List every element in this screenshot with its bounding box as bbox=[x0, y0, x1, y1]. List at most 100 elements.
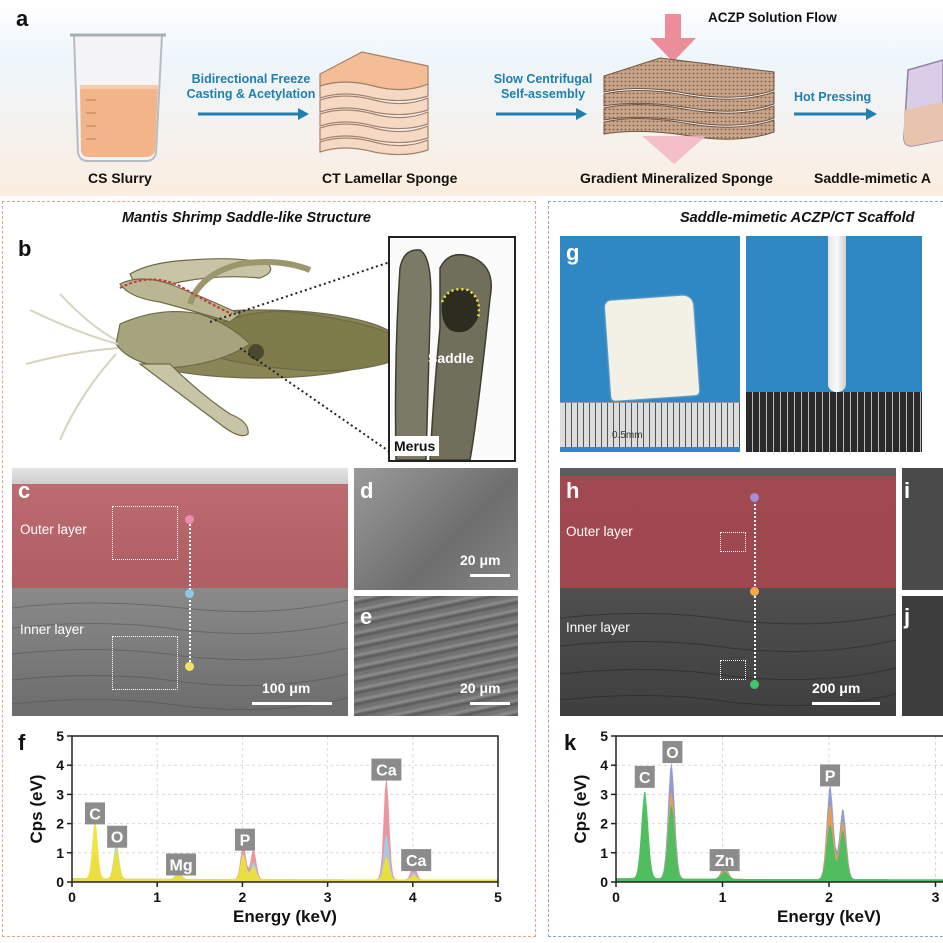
panel-k-label: k bbox=[564, 730, 577, 755]
panel-j-sem-image bbox=[902, 596, 943, 716]
x-axis-label: Energy (keV) bbox=[777, 907, 881, 926]
peak-label-box bbox=[166, 853, 197, 876]
panel-g-photo-thickness bbox=[746, 236, 922, 452]
ruler-text: 0.5mm bbox=[612, 430, 643, 441]
sem-texture bbox=[12, 599, 348, 711]
y-tick-label: 2 bbox=[56, 816, 64, 832]
scaffold-sample bbox=[604, 295, 700, 401]
caption-cs-slurry: CS Slurry bbox=[88, 170, 152, 186]
merus-icon bbox=[394, 249, 492, 460]
panel-h-scale-bar bbox=[812, 702, 880, 705]
y-tick-label: 3 bbox=[56, 786, 64, 802]
x-tick-label: 0 bbox=[612, 889, 620, 905]
arrow-icon bbox=[794, 108, 877, 120]
caption-gradient-sponge: Gradient Mineralized Sponge bbox=[580, 170, 773, 186]
peak-label-box bbox=[371, 758, 402, 781]
panel-h-dot-inner bbox=[750, 680, 759, 689]
panel-g-photo-sample: 0.5mm bbox=[560, 236, 740, 452]
panel-c-roi-inner bbox=[112, 636, 178, 690]
beaker-icon bbox=[70, 33, 166, 162]
peak-label: Zn bbox=[715, 853, 735, 870]
x-tick-label: 1 bbox=[719, 889, 727, 905]
panel-h-dot-outer bbox=[750, 493, 759, 502]
x-tick-label: 3 bbox=[324, 889, 332, 905]
y-tick-label: 1 bbox=[600, 845, 608, 861]
peak-label-box bbox=[709, 849, 740, 872]
panel-f-label: f bbox=[18, 730, 26, 755]
y-tick-label: 1 bbox=[56, 845, 64, 861]
panel-c-dot-inner bbox=[185, 662, 194, 671]
pressed-scaffold-icon bbox=[903, 59, 943, 147]
mineralized-sponge-icon bbox=[603, 57, 775, 140]
peak-label: Mg bbox=[170, 857, 193, 874]
panel-c-inner-label: Inner layer bbox=[20, 622, 84, 637]
solution-flow-label: ACZP Solution Flow bbox=[708, 10, 837, 25]
panel-g-label: g bbox=[566, 240, 580, 265]
panel-h-outer-label: Outer layer bbox=[566, 524, 633, 539]
caption-ct-sponge: CT Lamellar Sponge bbox=[322, 170, 458, 186]
step-1-label: Bidirectional Freeze Casting & Acetylati… bbox=[176, 72, 326, 102]
step-1-line2: Casting & Acetylation bbox=[186, 87, 316, 101]
step-2-line1: Slow Centrifugal bbox=[493, 72, 593, 86]
right-section-frame bbox=[548, 201, 943, 937]
y-tick-label: 4 bbox=[600, 757, 608, 773]
y-tick-label: 5 bbox=[600, 728, 608, 744]
panel-d-scale-bar bbox=[470, 574, 510, 577]
zoom-guide-lines bbox=[209, 262, 391, 453]
lamellar-sponge-icon bbox=[319, 51, 429, 156]
step-3-label: Hot Pressing bbox=[794, 90, 872, 104]
panel-e-label: e bbox=[360, 604, 373, 629]
panel-c-dot-outer bbox=[185, 515, 194, 524]
panel-a-label: a bbox=[16, 6, 29, 31]
peak-label: Ca bbox=[406, 853, 427, 870]
panel-d-label: d bbox=[360, 478, 374, 503]
peak-label-box bbox=[85, 802, 106, 825]
x-axis-label: Energy (keV) bbox=[233, 907, 337, 926]
peak-label-box bbox=[634, 765, 655, 788]
spectrum-series-0 bbox=[72, 776, 498, 882]
step-2-label: Slow Centrifugal Self-assembly bbox=[475, 72, 611, 102]
flow-arrow-out-icon bbox=[642, 136, 706, 164]
merus-label: Merus bbox=[390, 436, 440, 456]
y-tick-label: 0 bbox=[56, 874, 64, 890]
y-axis-label: Cps (eV) bbox=[27, 775, 46, 844]
panel-d-sem-image bbox=[354, 468, 518, 590]
peak-label: P bbox=[240, 833, 251, 850]
peak-label-box bbox=[662, 741, 683, 764]
peak-label: O bbox=[666, 745, 678, 762]
arrow-icon bbox=[198, 108, 309, 120]
panel-c-scale-text: 100 μm bbox=[262, 680, 311, 696]
flow-arrow-down-icon bbox=[650, 14, 696, 62]
panel-e-scale-text: 20 μm bbox=[460, 680, 501, 696]
caption-saddle-mimetic: Saddle-mimetic A bbox=[814, 170, 931, 186]
spectrum-series-1 bbox=[72, 832, 498, 882]
peak-label: O bbox=[111, 830, 123, 847]
y-tick-label: 2 bbox=[600, 816, 608, 832]
y-tick-label: 3 bbox=[600, 786, 608, 802]
peak-label: Ca bbox=[376, 763, 397, 780]
left-section-title: Mantis Shrimp Saddle-like Structure bbox=[122, 210, 371, 226]
right-section-title: Saddle-mimetic ACZP/CT Scaffold bbox=[680, 210, 915, 226]
panel-c-label: c bbox=[18, 478, 31, 503]
panel-i-sem-image bbox=[902, 468, 943, 590]
x-tick-label: 2 bbox=[239, 889, 247, 905]
peak-label: P bbox=[825, 768, 836, 785]
saddle-label: Saddle bbox=[428, 350, 474, 366]
peak-label-box bbox=[820, 764, 841, 787]
y-axis-label: Cps (eV) bbox=[571, 775, 590, 844]
left-section-frame bbox=[2, 201, 536, 937]
x-tick-label: 4 bbox=[409, 889, 417, 905]
x-tick-label: 3 bbox=[932, 889, 940, 905]
panel-e-sem-image bbox=[354, 596, 518, 716]
panel-h-scale-text: 200 μm bbox=[812, 680, 861, 696]
panel-c-dot-middle bbox=[185, 589, 194, 598]
spectrum-series-2 bbox=[72, 820, 498, 882]
panel-h-inner-label: Inner layer bbox=[566, 620, 630, 635]
scaffold-edge bbox=[828, 236, 846, 392]
panel-h-sem-image bbox=[560, 468, 896, 716]
ruler bbox=[560, 402, 740, 447]
ruler bbox=[746, 392, 922, 452]
peak-label-box bbox=[107, 825, 128, 848]
